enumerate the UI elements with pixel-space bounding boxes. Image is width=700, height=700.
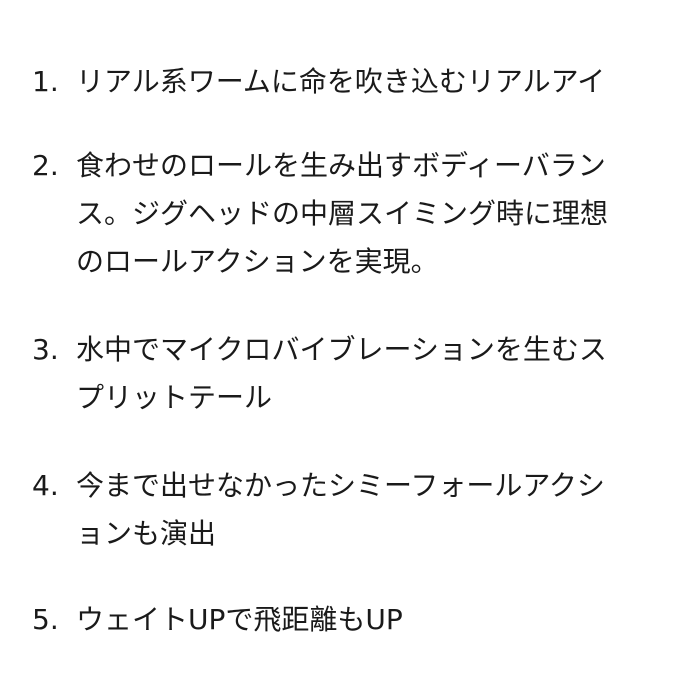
list-item: 1. リアル系ワームに命を吹き込むリアルアイ [32, 58, 682, 106]
item-text-line: のロールアクションを実現。 [76, 245, 439, 278]
item-number: 4. [32, 469, 59, 502]
item-text: 今まで出せなかったシミーフォールアクシ ョンも演出 [76, 462, 682, 558]
item-text-line: 食わせのロールを生み出すボディーバラン [76, 149, 606, 182]
item-text-line: 今まで出せなかったシミーフォールアクシ [76, 469, 605, 502]
list-item: 4. 今まで出せなかったシミーフォールアクシ ョンも演出 [32, 462, 682, 558]
item-number: 3. [32, 333, 59, 366]
item-text: ウェイトUPで飛距離もUP [76, 596, 682, 644]
item-text-line: ス。ジグヘッドの中層スイミング時に理想 [76, 197, 609, 230]
item-number: 5. [32, 603, 59, 636]
item-text: 食わせのロールを生み出すボディーバラン ス。ジグヘッドの中層スイミング時に理想 … [76, 142, 682, 286]
item-text: 水中でマイクロバイブレーションを生むス プリットテール [76, 326, 682, 422]
item-text-line: 水中でマイクロバイブレーションを生むス [76, 333, 607, 366]
list-item: 3. 水中でマイクロバイブレーションを生むス プリットテール [32, 326, 682, 422]
item-text-line: プリットテール [76, 381, 273, 414]
item-text: リアル系ワームに命を吹き込むリアルアイ [76, 58, 682, 106]
item-number: 2. [32, 149, 59, 182]
item-text-line: ョンも演出 [76, 517, 217, 550]
item-text-line: リアル系ワームに命を吹き込むリアルアイ [76, 65, 606, 98]
list-item: 5. ウェイトUPで飛距離もUP [32, 596, 682, 644]
item-number: 1. [32, 65, 59, 98]
list-item: 2. 食わせのロールを生み出すボディーバラン ス。ジグヘッドの中層スイミング時に… [32, 142, 682, 286]
item-text-line: ウェイトUPで飛距離もUP [76, 603, 403, 636]
